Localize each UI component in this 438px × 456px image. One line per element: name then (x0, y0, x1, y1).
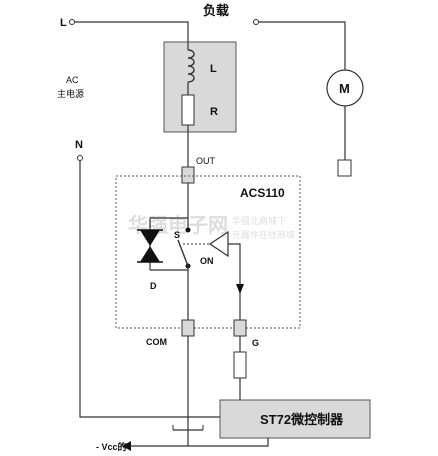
gate-resistor (233, 351, 247, 379)
vcc-label: - Vcc的 (96, 441, 127, 452)
motor-terminal (253, 19, 259, 25)
ac-source-label-2: 主电源 (57, 88, 84, 99)
resistor-label: R (210, 106, 218, 118)
inductor-symbol (187, 49, 195, 83)
line-label: L (60, 17, 67, 29)
line-terminal (69, 19, 75, 25)
com-pin (181, 319, 195, 337)
gate-arrow (236, 284, 244, 294)
load-title: 负载 (203, 3, 229, 18)
ac-source-label-1: AC (66, 75, 79, 85)
protection-diode (137, 228, 163, 270)
switch-blade (177, 239, 189, 267)
switch-contact-top (185, 227, 191, 233)
load-box (163, 41, 237, 133)
motor-label: M (339, 81, 350, 96)
gate-pin (233, 319, 247, 337)
resistor-symbol (181, 94, 195, 126)
switch-label: S (174, 230, 180, 240)
vcc-arrow (122, 441, 131, 451)
motor-terminal-block (337, 159, 352, 177)
mcu-label: ST72微控制器 (260, 412, 344, 427)
watermark-line2: 元器件在线商城 (232, 229, 295, 240)
diode-label: D (150, 281, 157, 291)
com-label: COM (146, 337, 167, 347)
gate-label: G (252, 338, 259, 348)
watermark-line1: 华强北商城下 (232, 215, 286, 226)
out-pin (181, 166, 195, 184)
motor-wire-top (258, 21, 346, 70)
inductor-label: L (210, 63, 217, 75)
neutral-wire (79, 161, 220, 418)
acs110-box (115, 175, 301, 329)
mcu-box (219, 399, 371, 439)
line-wire (74, 21, 189, 42)
neutral-terminal (77, 155, 83, 161)
buffer-input-wire (228, 243, 241, 320)
neutral-label: N (75, 139, 83, 151)
vcc-rail (130, 438, 269, 447)
on-label: ON (200, 256, 214, 266)
acs110-label: ACS110 (240, 186, 285, 200)
out-label: OUT (196, 156, 216, 166)
